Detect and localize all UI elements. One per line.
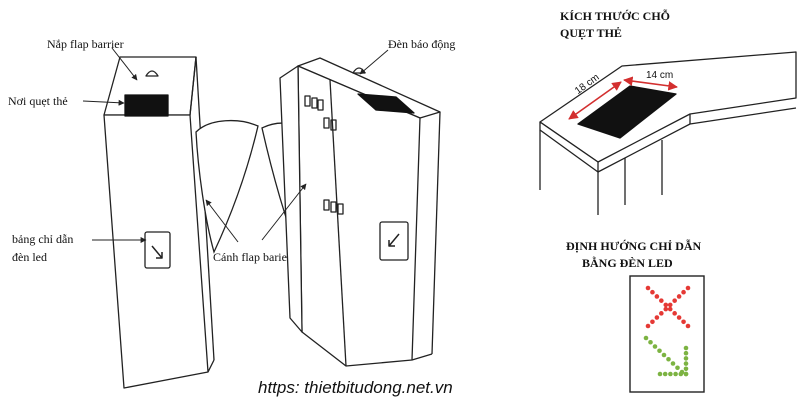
label-card-reader: Nơi quẹt thẻ: [8, 94, 68, 108]
left-led-panel: [144, 231, 171, 269]
dimension-width: 14 cm: [646, 70, 674, 81]
label-flap-wings: Cánh flap barie: [213, 250, 287, 264]
label-flap-cover: Nắp flap barrier: [47, 37, 124, 51]
right-card-reader: [357, 93, 415, 114]
card-area-detail: [539, 51, 797, 215]
red-x-icon: [645, 285, 691, 329]
green-arrow-icon: [643, 335, 689, 377]
card-area-heading-1: KÍCH THƯỚC CHỖ: [560, 9, 671, 23]
footer-url[interactable]: https: thietbitudong.net.vn: [258, 378, 453, 397]
label-led-panel-1: bảng chỉ dẫn: [12, 232, 74, 246]
right-cabinet: [279, 57, 441, 367]
led-guide-heading-2: BẰNG ĐÈN LED: [582, 256, 673, 270]
left-cabinet: [103, 56, 215, 389]
card-area-heading-2: QUẸT THẺ: [560, 26, 622, 40]
callout-lines: [82, 47, 389, 243]
left-card-reader: [124, 94, 169, 117]
led-guide-heading-1: ĐỊNH HƯỚNG CHỈ DẪN: [566, 239, 702, 253]
label-alarm-light: Đèn báo động: [388, 37, 456, 51]
label-led-panel-2: đèn led: [12, 250, 47, 264]
led-indicator-box: [629, 275, 705, 393]
